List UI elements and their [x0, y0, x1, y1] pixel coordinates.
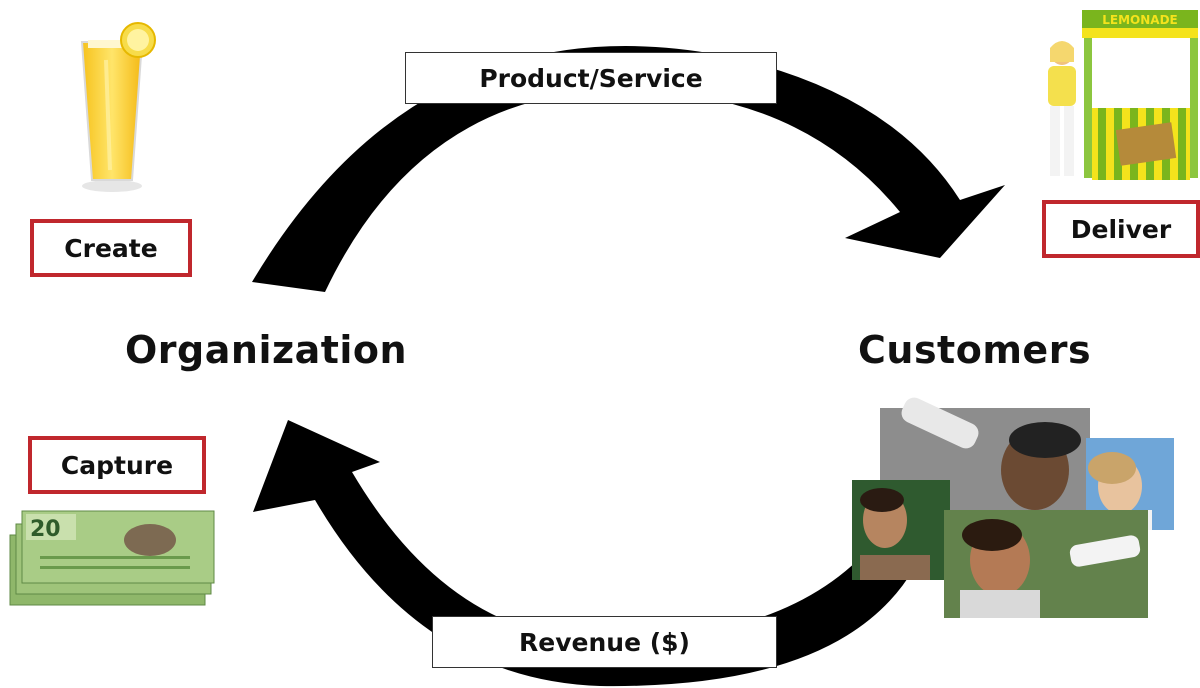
create-step-box: Create	[30, 219, 192, 277]
organization-label: Organization	[125, 328, 408, 372]
svg-text:LEMONADE: LEMONADE	[1102, 13, 1177, 27]
product-service-label: Product/Service	[405, 52, 777, 104]
banknote-denomination: 20	[30, 517, 61, 542]
capture-step-box: Capture	[28, 436, 206, 494]
deliver-step-box: Deliver	[1042, 200, 1200, 258]
revenue-label: Revenue ($)	[432, 616, 777, 668]
top-arrow	[252, 46, 1005, 292]
customers-label: Customers	[858, 328, 1092, 372]
